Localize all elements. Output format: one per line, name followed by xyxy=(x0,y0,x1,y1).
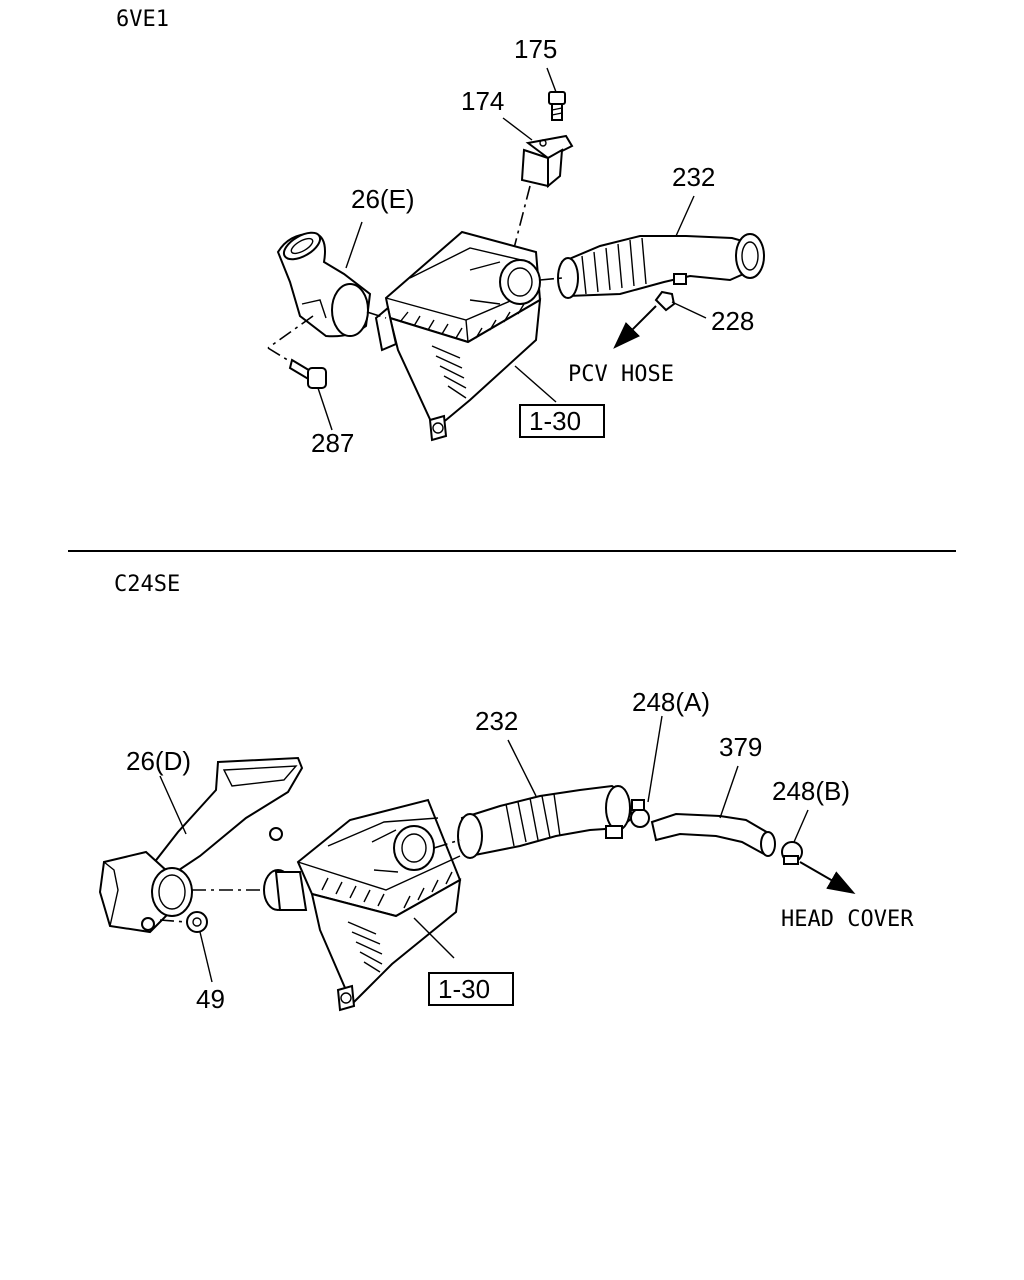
bolt-icon xyxy=(288,358,327,389)
intake-duct-icon xyxy=(276,231,372,338)
callout-232-top: 232 xyxy=(672,162,715,192)
callout-26e: 26(E) xyxy=(351,184,415,214)
callout-174: 174 xyxy=(461,86,504,116)
bolt-icon xyxy=(548,91,566,121)
air-hose-icon xyxy=(457,784,634,859)
air-cleaner-box-icon xyxy=(374,230,542,442)
callout-232-bottom: 232 xyxy=(475,706,518,736)
head-cover-label: HEAD COVER xyxy=(781,907,914,932)
air-hose-icon xyxy=(557,233,765,299)
bottom-assembly xyxy=(98,715,856,1012)
callout-228: 228 xyxy=(711,306,754,336)
mass-air-flow-sensor-icon xyxy=(520,134,574,189)
pcv-hose-label: PCV HOSE xyxy=(568,362,674,387)
bolt-icon xyxy=(186,911,208,933)
clamp-icon xyxy=(630,799,650,828)
arrow-icon xyxy=(613,305,657,349)
clamp-icon xyxy=(781,841,803,865)
reference-label-bottom: 1-30 xyxy=(438,974,490,1004)
reference-label-top: 1-30 xyxy=(529,406,581,436)
callout-248a: 248(A) xyxy=(632,687,710,717)
section-label-6ve1: 6VE1 xyxy=(116,7,169,32)
clamp-icon xyxy=(654,290,676,312)
intake-duct-icon xyxy=(98,756,304,934)
section-label-c24se: C24SE xyxy=(114,572,180,597)
callout-248b: 248(B) xyxy=(772,776,850,806)
reference-box xyxy=(519,404,605,438)
air-hose-icon xyxy=(650,812,776,857)
air-cleaner-box-icon xyxy=(263,798,462,1012)
reference-box xyxy=(428,972,514,1006)
callout-49: 49 xyxy=(196,984,225,1014)
arrow-icon xyxy=(799,861,856,894)
callout-287: 287 xyxy=(311,428,354,458)
top-assembly xyxy=(267,67,765,442)
callout-26d: 26(D) xyxy=(126,746,191,776)
callout-379: 379 xyxy=(719,732,762,762)
callout-175: 175 xyxy=(514,34,557,64)
